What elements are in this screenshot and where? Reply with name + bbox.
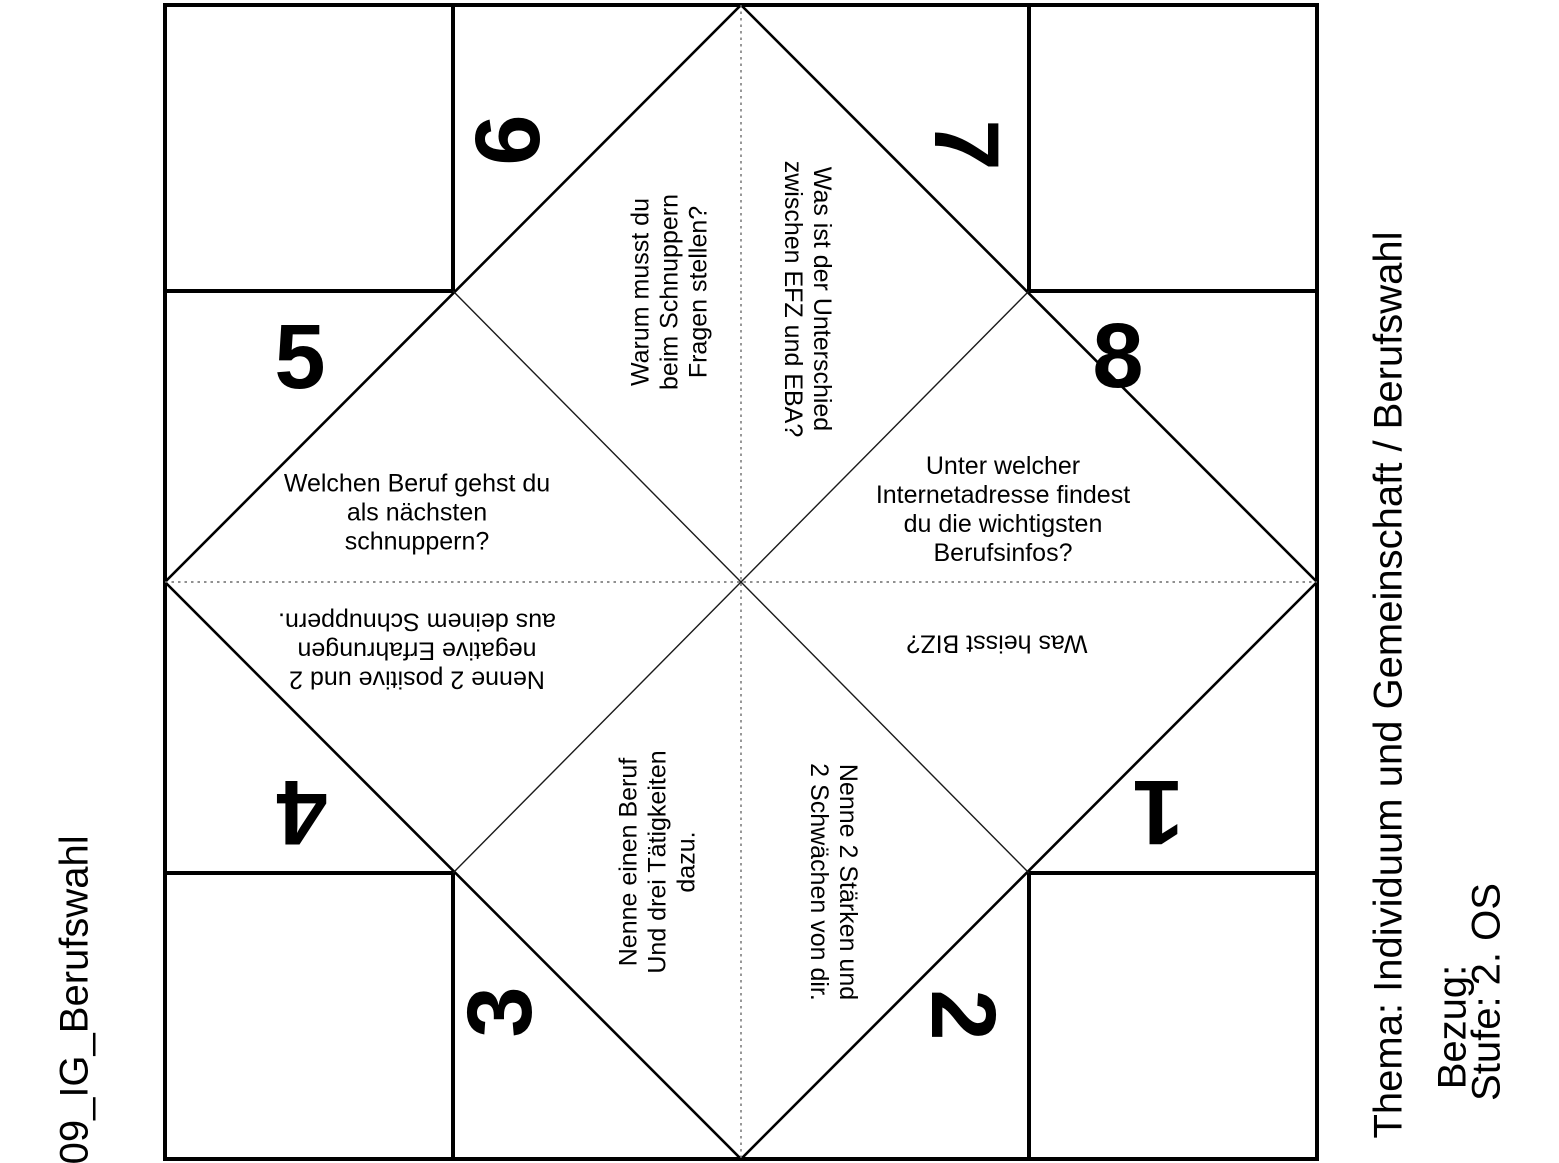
corner-square-top-left [165, 5, 455, 293]
diamond-fold-line [163, 3, 1319, 1161]
footer-stufe-label: Stufe: 2. OS [1464, 883, 1509, 1101]
question-top-right: Was ist der Unterschied zwischen EFZ und… [779, 160, 836, 438]
flap-number-6: 6 [457, 114, 559, 166]
flap-number-5: 5 [274, 306, 326, 408]
question-right-upper: Unter welcher Internetadresse findest du… [875, 452, 1131, 567]
document-side-label: 009_IG_Berufswahl [52, 835, 97, 1163]
diagonal-fold-line-trbl [452, 290, 1030, 874]
flap-number-3: 3 [449, 986, 551, 1038]
flap-number-2: 2 [912, 989, 1014, 1041]
question-left-lower: Nenne 2 positive und 2 negative Erfahrun… [278, 607, 556, 694]
corner-square-bottom-left [165, 871, 455, 1159]
flap-number-8: 8 [1092, 305, 1144, 407]
flap-number-7: 7 [915, 119, 1017, 171]
question-left-upper: Welchen Beruf gehst du als nächsten schn… [283, 469, 551, 556]
question-bottom-left: Nenne einen Beruf Und drei Tätigkeiten d… [614, 750, 701, 974]
question-right-lower: Was heisst BIZ? [906, 629, 1088, 658]
footer-thema-label: Thema: Individuum und Gemeinschaft / Ber… [1366, 231, 1411, 1139]
flap-number-1: 1 [1132, 761, 1184, 863]
corner-square-top-right [1027, 5, 1317, 293]
flap-number-4: 4 [276, 761, 328, 863]
corner-square-bottom-right [1027, 871, 1317, 1159]
question-bottom-right: Nenne 2 Stärken und 2 Schwächen von dir. [805, 763, 862, 1001]
question-top-left: Warum musst du beim Schnuppern Fragen st… [626, 194, 713, 390]
